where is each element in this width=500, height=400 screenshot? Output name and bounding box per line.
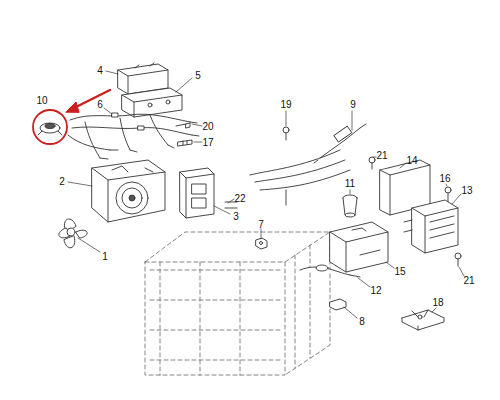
callout-number: 22	[233, 193, 246, 204]
callout-number: 9	[349, 99, 357, 110]
sensor-wire	[300, 265, 360, 277]
callout-number: 2	[58, 176, 66, 187]
capacitor-bracket	[122, 88, 182, 117]
callout-number: 14	[405, 155, 418, 166]
wire-harness	[68, 113, 199, 159]
callout-number: 13	[460, 185, 473, 196]
nut	[256, 238, 267, 249]
fan-motor-bracket	[92, 160, 165, 222]
callout-number: 12	[369, 285, 382, 296]
hv-diode	[314, 124, 366, 163]
small-part	[330, 299, 346, 310]
callout-number: 10	[35, 95, 48, 106]
callout-number: 16	[438, 173, 451, 184]
callout-number: 17	[201, 137, 214, 148]
pointer-arrow	[66, 90, 110, 112]
cavity-outline	[145, 232, 330, 375]
callout-number: 18	[431, 297, 444, 308]
callout-number: 7	[257, 219, 265, 230]
callout-number: 20	[201, 121, 214, 132]
mounting-plate	[402, 310, 444, 330]
wire-leads	[250, 150, 350, 205]
callout-number: 21	[462, 275, 475, 286]
callout-number: 1	[101, 251, 109, 262]
callout-number: 4	[96, 65, 104, 76]
ground-screw	[283, 127, 289, 140]
magnetron	[404, 200, 458, 253]
callout-number: 3	[232, 211, 240, 222]
transformer	[330, 222, 388, 272]
thermal-protector	[38, 123, 62, 135]
callout-number: 5	[194, 70, 202, 81]
callout-number: 21	[375, 150, 388, 161]
fan-blade	[59, 219, 87, 248]
callout-number: 8	[358, 316, 366, 327]
callout-number: 6	[96, 99, 104, 110]
switch-assembly	[180, 168, 214, 218]
highlight-circle	[33, 110, 67, 144]
callout-number: 19	[279, 99, 292, 110]
thermal-fuse	[343, 195, 357, 217]
callout-number: 11	[344, 178, 356, 189]
callout-number: 15	[393, 266, 406, 277]
leader-lines	[68, 71, 464, 318]
